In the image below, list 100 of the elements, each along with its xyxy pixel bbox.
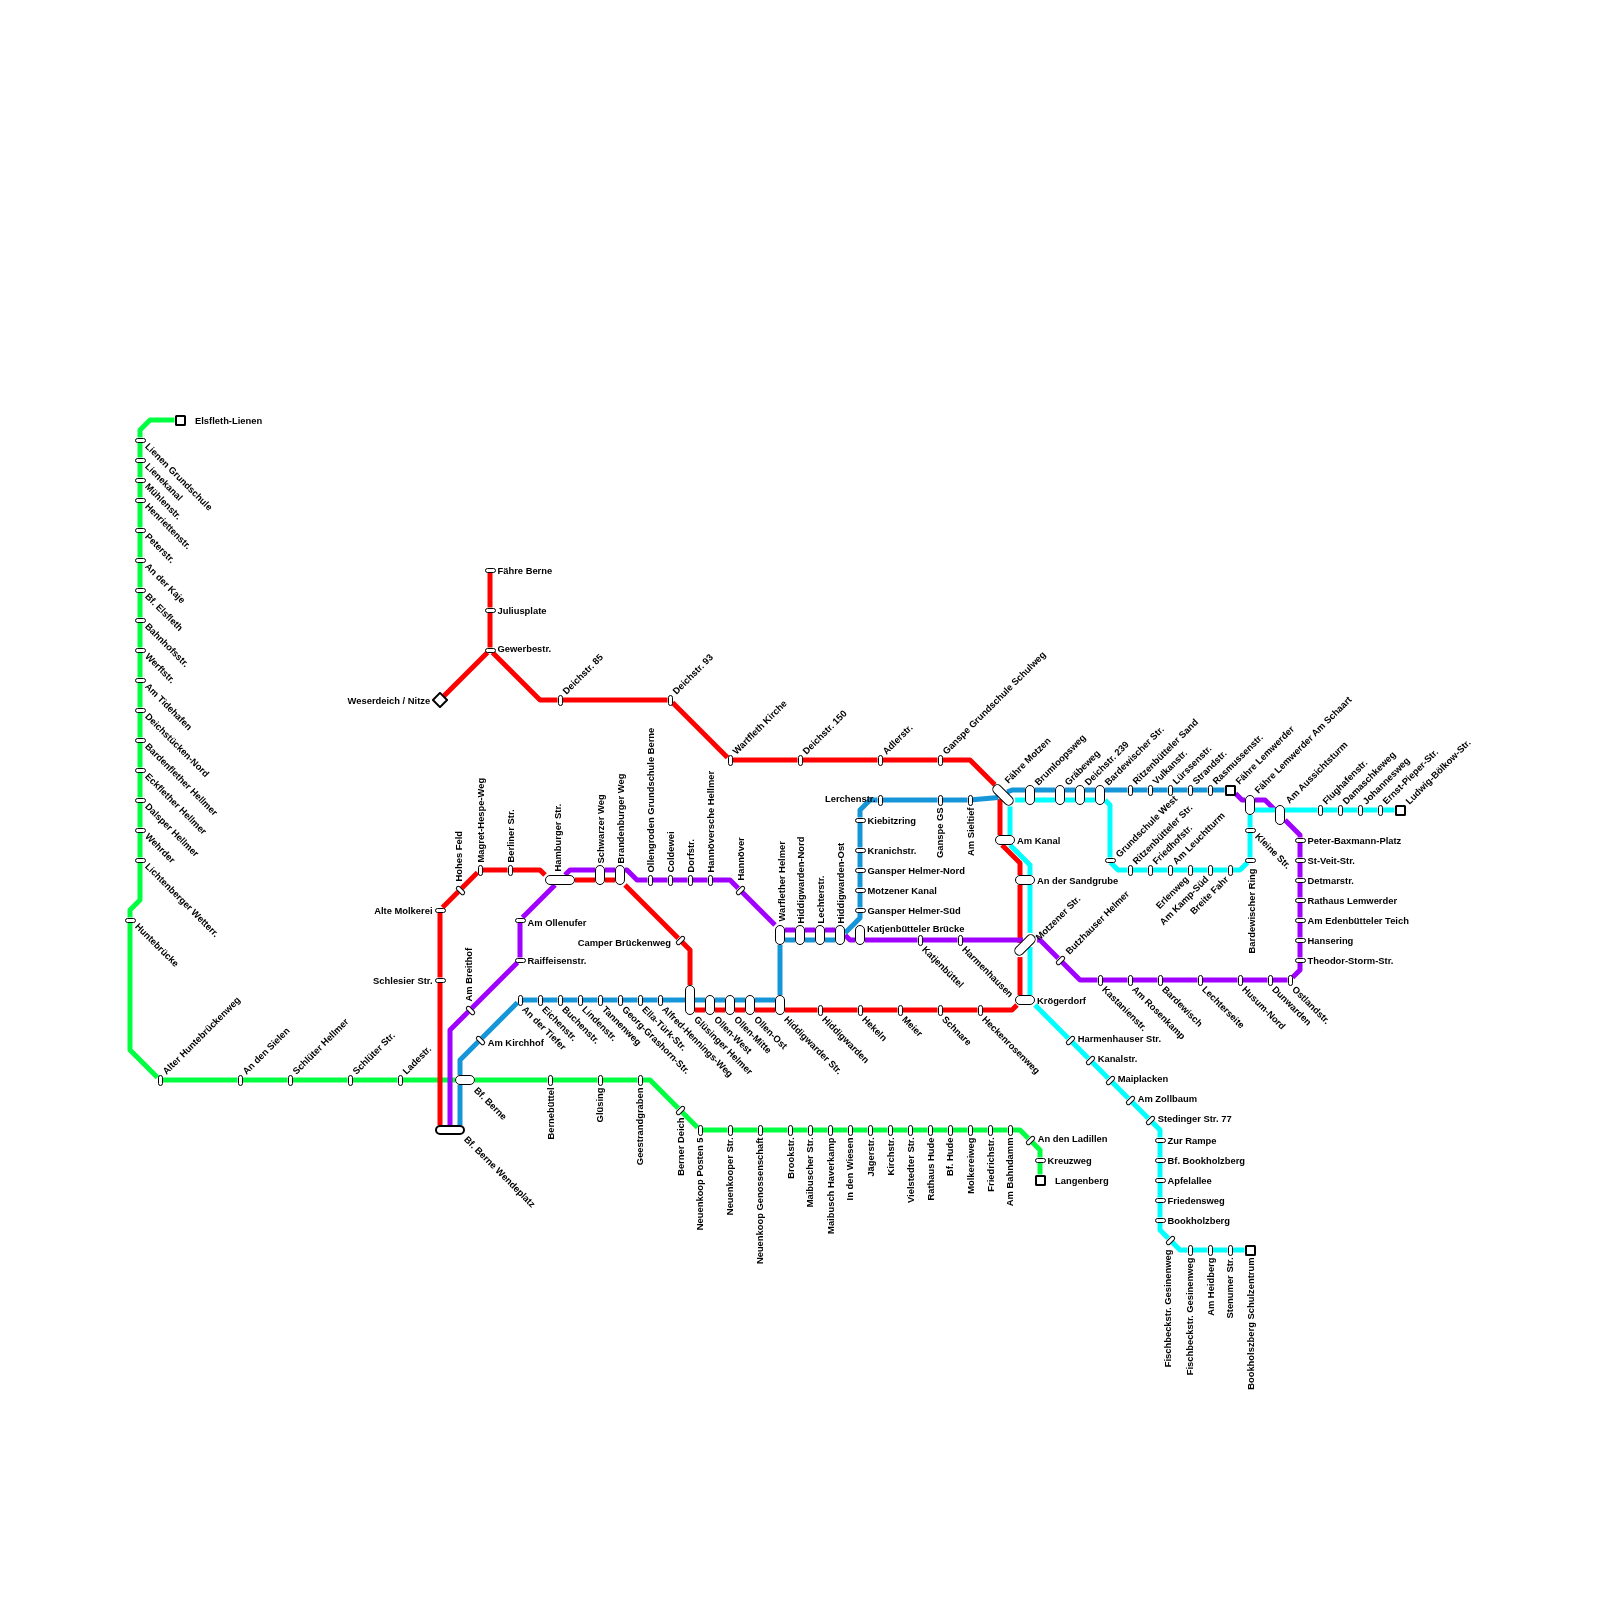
station-name: Kiebitzring	[867, 814, 916, 826]
route-line	[1247, 815, 1253, 828]
station-marker	[1147, 864, 1153, 876]
station-marker	[557, 694, 563, 706]
station-marker	[854, 887, 866, 893]
station-name: Langenberg	[1055, 1174, 1109, 1186]
route-line	[1212, 867, 1228, 873]
route-line	[137, 482, 143, 498]
route-line	[562, 997, 578, 1003]
station-marker	[1294, 857, 1306, 863]
terminus-marker	[435, 1125, 465, 1135]
station-marker	[697, 1124, 703, 1136]
route-line	[857, 822, 863, 848]
station-marker	[1025, 785, 1035, 805]
station-marker	[134, 477, 146, 483]
station-marker	[1154, 1137, 1166, 1143]
route-line	[1030, 1140, 1043, 1158]
route-line	[1012, 1127, 1030, 1140]
route-line	[1000, 843, 1023, 875]
route-line	[992, 1127, 1008, 1133]
station-marker	[1015, 875, 1035, 885]
station-marker	[1034, 1157, 1046, 1163]
station-marker	[1147, 784, 1153, 796]
station-name: Kranichstr.	[867, 844, 917, 856]
station-marker	[854, 817, 866, 823]
station-marker	[637, 1074, 643, 1086]
route-line	[137, 772, 143, 798]
route-line	[952, 1127, 968, 1133]
station-name: Ollengroden Grundschule Berne	[644, 727, 656, 873]
route-line	[1342, 807, 1358, 813]
route-line	[1172, 867, 1188, 873]
station-marker	[847, 1124, 853, 1136]
station-marker	[287, 1074, 293, 1086]
route-line	[732, 1127, 758, 1133]
route-line	[517, 922, 523, 958]
station-marker	[1317, 804, 1323, 816]
station-marker	[1294, 897, 1306, 903]
route-line	[1192, 1247, 1208, 1253]
station-marker	[1294, 917, 1306, 923]
route-line	[932, 1127, 948, 1133]
station-name: Bardewischer Ring	[1246, 868, 1258, 953]
station-name: Neuenkoop Genossenschaft	[754, 1137, 766, 1265]
station-marker	[477, 864, 483, 876]
station-marker	[727, 1124, 733, 1136]
route-line	[825, 927, 835, 933]
station-marker	[134, 497, 146, 503]
station-marker	[1377, 804, 1383, 816]
route-line	[162, 1077, 238, 1083]
route-line	[802, 757, 878, 763]
station-name: Schwarzer Weg	[594, 793, 606, 863]
station-marker	[1294, 957, 1306, 963]
station-marker	[347, 1074, 353, 1086]
station-marker	[937, 794, 943, 806]
route-line	[972, 794, 999, 803]
route-line	[1110, 1080, 1130, 1100]
route-line	[457, 1085, 463, 1125]
station-name: Am Zollbaum	[1137, 1092, 1198, 1104]
station-name: Rathaus Lemwerder	[1307, 894, 1398, 906]
route-line	[712, 877, 740, 890]
station-name: Gansper Helmer-Nord	[867, 864, 965, 876]
station-name: Vielstedter Str.	[904, 1137, 916, 1203]
station-name: Am Edenbütteler Teich	[1307, 914, 1409, 926]
station-name: Katjenbütteler Brücke	[867, 922, 965, 934]
route-line	[785, 927, 795, 933]
route-line	[805, 937, 815, 943]
route-line	[732, 757, 798, 763]
station-name: Berner Deich	[674, 1117, 686, 1176]
route-line	[785, 937, 795, 943]
route-line	[352, 1077, 398, 1083]
station-marker	[927, 1124, 933, 1136]
station-name: Am Heidberg	[1204, 1257, 1216, 1316]
route-line	[1105, 787, 1128, 793]
station-marker	[727, 754, 733, 766]
station-marker	[1095, 785, 1105, 805]
route-line	[912, 1127, 928, 1133]
station-name: Am Sieltief	[964, 807, 976, 856]
station-marker	[547, 1074, 553, 1086]
station-marker	[1227, 1244, 1233, 1256]
station-marker	[1244, 857, 1256, 863]
route-line	[942, 757, 997, 787]
route-line	[1037, 1162, 1043, 1175]
station-marker	[537, 994, 543, 1006]
station-marker	[1245, 795, 1255, 815]
station-marker	[745, 995, 755, 1015]
station-marker	[1267, 974, 1273, 986]
route-line	[740, 890, 777, 927]
station-marker	[1127, 974, 1133, 986]
route-line	[623, 883, 680, 940]
route-line	[1297, 862, 1303, 878]
station-name: Molkereiweg	[964, 1137, 976, 1194]
station-name: Fähre Berne	[497, 564, 553, 576]
route-line	[1108, 860, 1128, 873]
station-marker	[657, 994, 663, 1006]
route-line	[1297, 922, 1303, 938]
route-line	[672, 877, 688, 883]
route-line	[857, 797, 878, 818]
station-marker	[134, 797, 146, 803]
route-line	[1033, 1003, 1070, 1040]
route-line	[605, 877, 615, 883]
route-line	[755, 997, 775, 1003]
